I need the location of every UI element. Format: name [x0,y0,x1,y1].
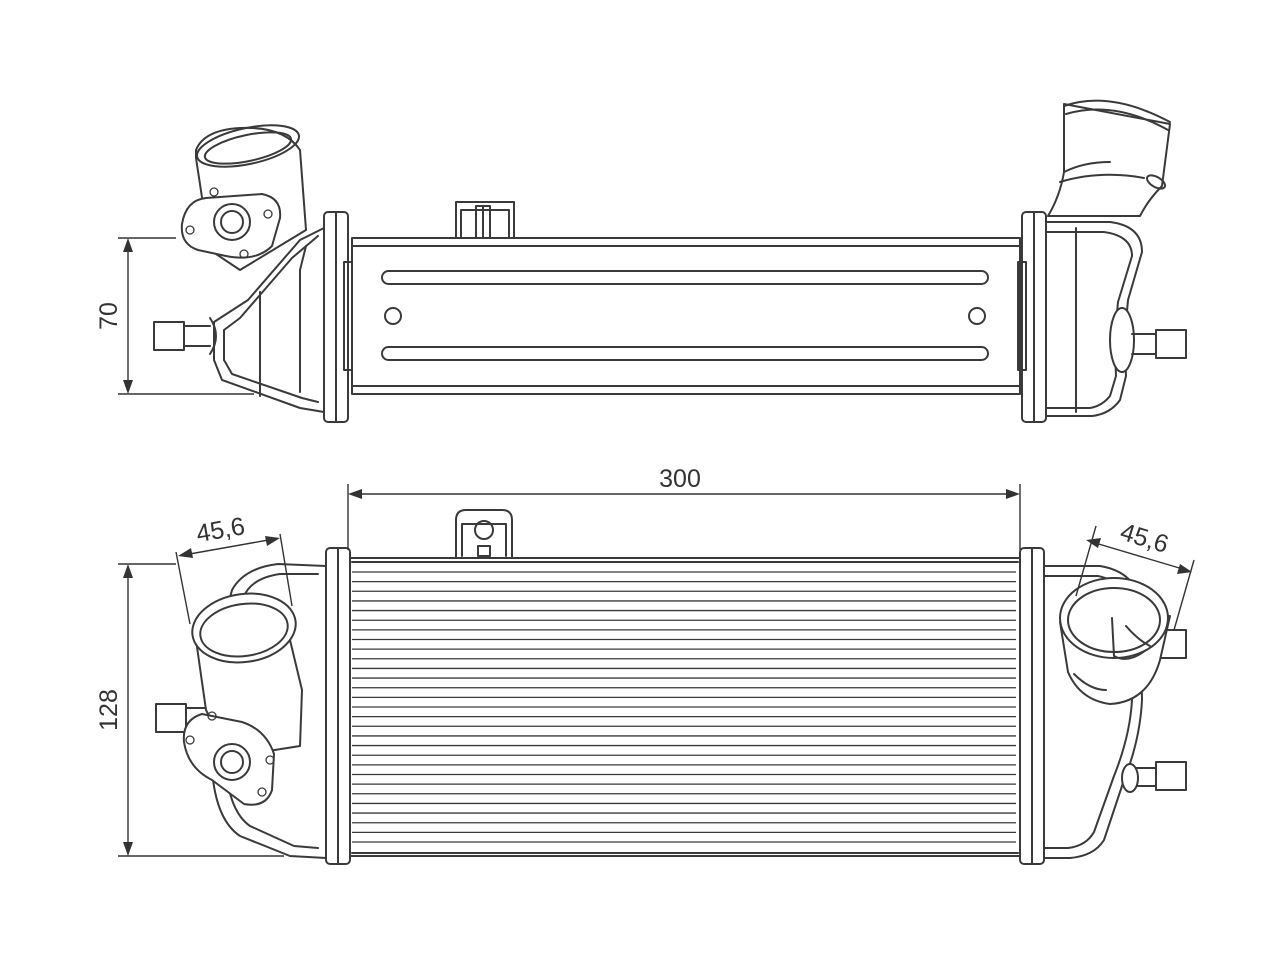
top-view-left-tank [153,124,325,413]
front-view-right-header [1019,547,1045,865]
dimension-height-front: 128 [95,563,284,857]
top-view-core [351,237,1021,395]
dimension-label-300: 300 [659,465,701,493]
dimension-width: 300 [347,465,1021,550]
top-view-bracket [455,201,515,239]
dimension-label-128: 128 [95,689,123,731]
dimension-label-45-6-left: 45,6 [194,512,247,548]
top-view-right-tank [1045,99,1187,417]
front-view-fins [352,571,1016,843]
dimension-pipe-right: 45,6 [1075,518,1195,631]
top-view: 70 [95,99,1187,423]
top-view-left-header [323,211,353,423]
front-view-left-header [325,547,351,865]
top-view-right-header [1017,211,1047,423]
dimension-label-70: 70 [95,302,123,330]
dimension-label-45-6-right: 45,6 [1117,518,1172,559]
dimension-height-top: 70 [95,237,254,395]
front-view: 300 128 45,6 45,6 [95,465,1195,865]
front-view-left-tank [155,563,327,859]
front-view-right-tank [1043,565,1187,859]
front-view-bracket [455,509,513,559]
front-view-core [347,557,1021,857]
dimension-pipe-left: 45,6 [175,512,293,625]
